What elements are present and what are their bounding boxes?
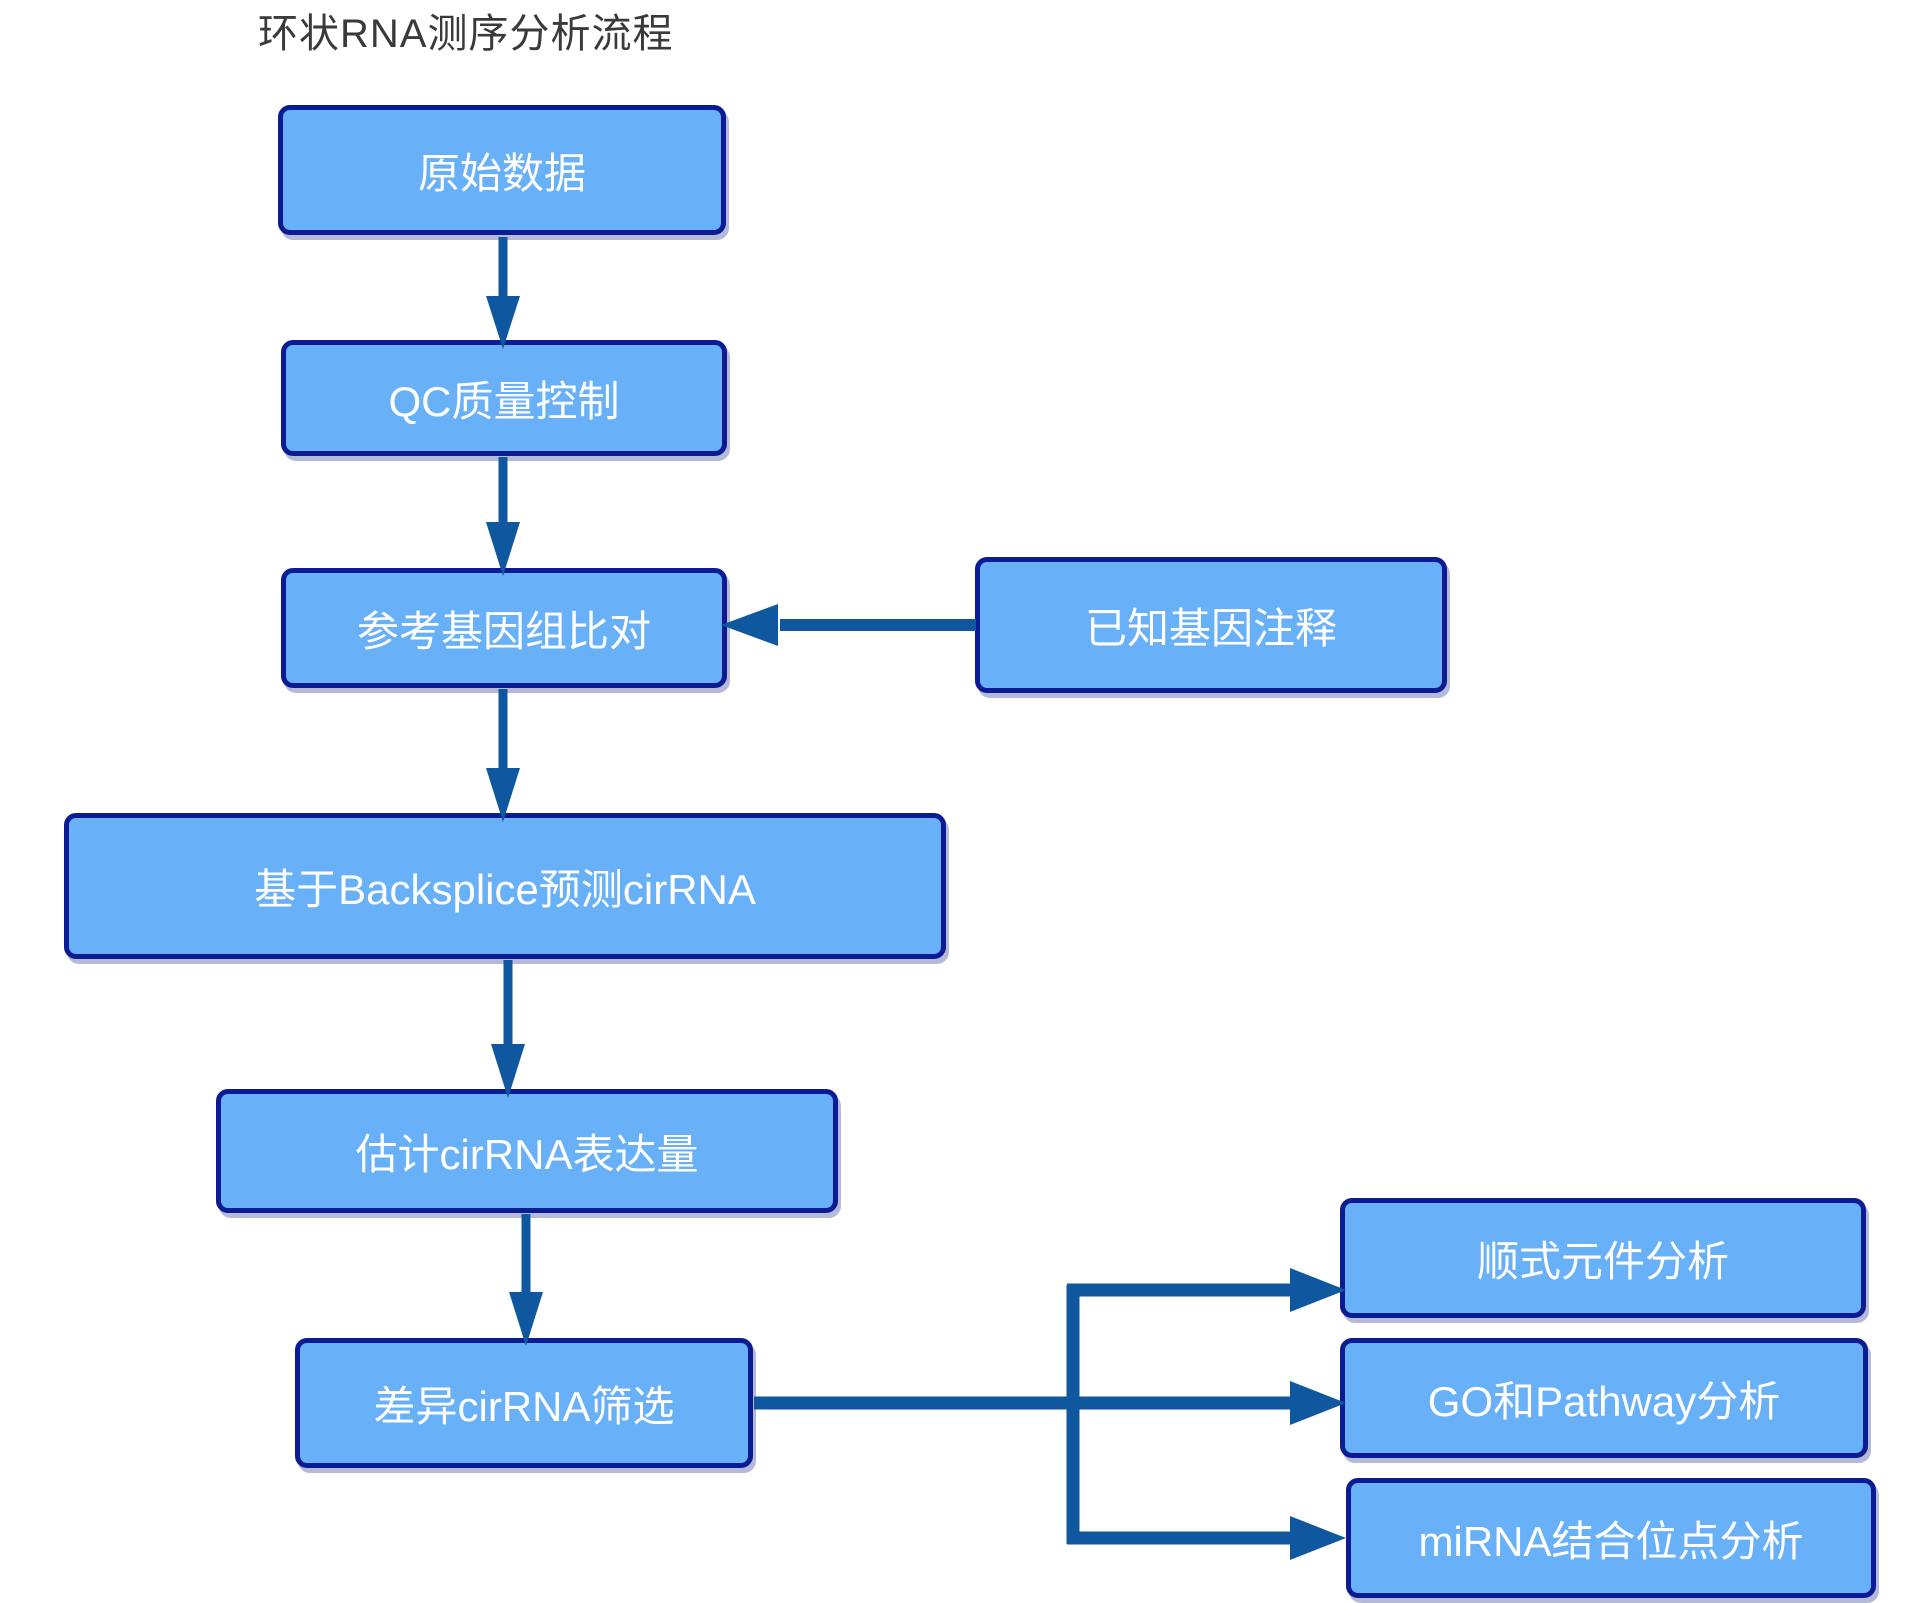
connector-differential-branch	[754, 1285, 1080, 1544]
node-go-pathway-analysis: GO和Pathway分析	[1340, 1338, 1868, 1458]
arrow-annotation-to-alignment-icon	[721, 604, 976, 646]
node-qc-quality-control: QC质量控制	[281, 340, 727, 456]
arrow-branch-to-mirna-icon	[1067, 1516, 1346, 1560]
arrow-backsplice-to-expression-icon	[491, 960, 525, 1098]
node-raw-data: 原始数据	[278, 105, 726, 235]
arrow-branch-to-cis-icon	[1067, 1268, 1346, 1312]
node-backsplice-prediction: 基于Backsplice预测cirRNA	[64, 813, 946, 959]
node-differential-screening: 差异cirRNA筛选	[295, 1338, 753, 1468]
arrow-expression-to-differential-icon	[509, 1214, 543, 1346]
arrow-alignment-to-backsplice-icon	[486, 689, 520, 822]
node-reference-genome-alignment: 参考基因组比对	[281, 568, 727, 688]
node-expression-estimation: 估计cirRNA表达量	[216, 1089, 838, 1213]
node-cis-element-analysis: 顺式元件分析	[1340, 1198, 1866, 1318]
arrow-raw-to-qc-icon	[486, 237, 520, 349]
diagram-title: 环状RNA测序分析流程	[258, 12, 674, 56]
arrow-qc-to-alignment-icon	[486, 457, 520, 576]
node-known-gene-annotation: 已知基因注释	[975, 557, 1447, 693]
arrow-branch-to-go-pathway-icon	[1073, 1381, 1346, 1425]
node-mirna-binding-site-analysis: miRNA结合位点分析	[1346, 1478, 1876, 1598]
